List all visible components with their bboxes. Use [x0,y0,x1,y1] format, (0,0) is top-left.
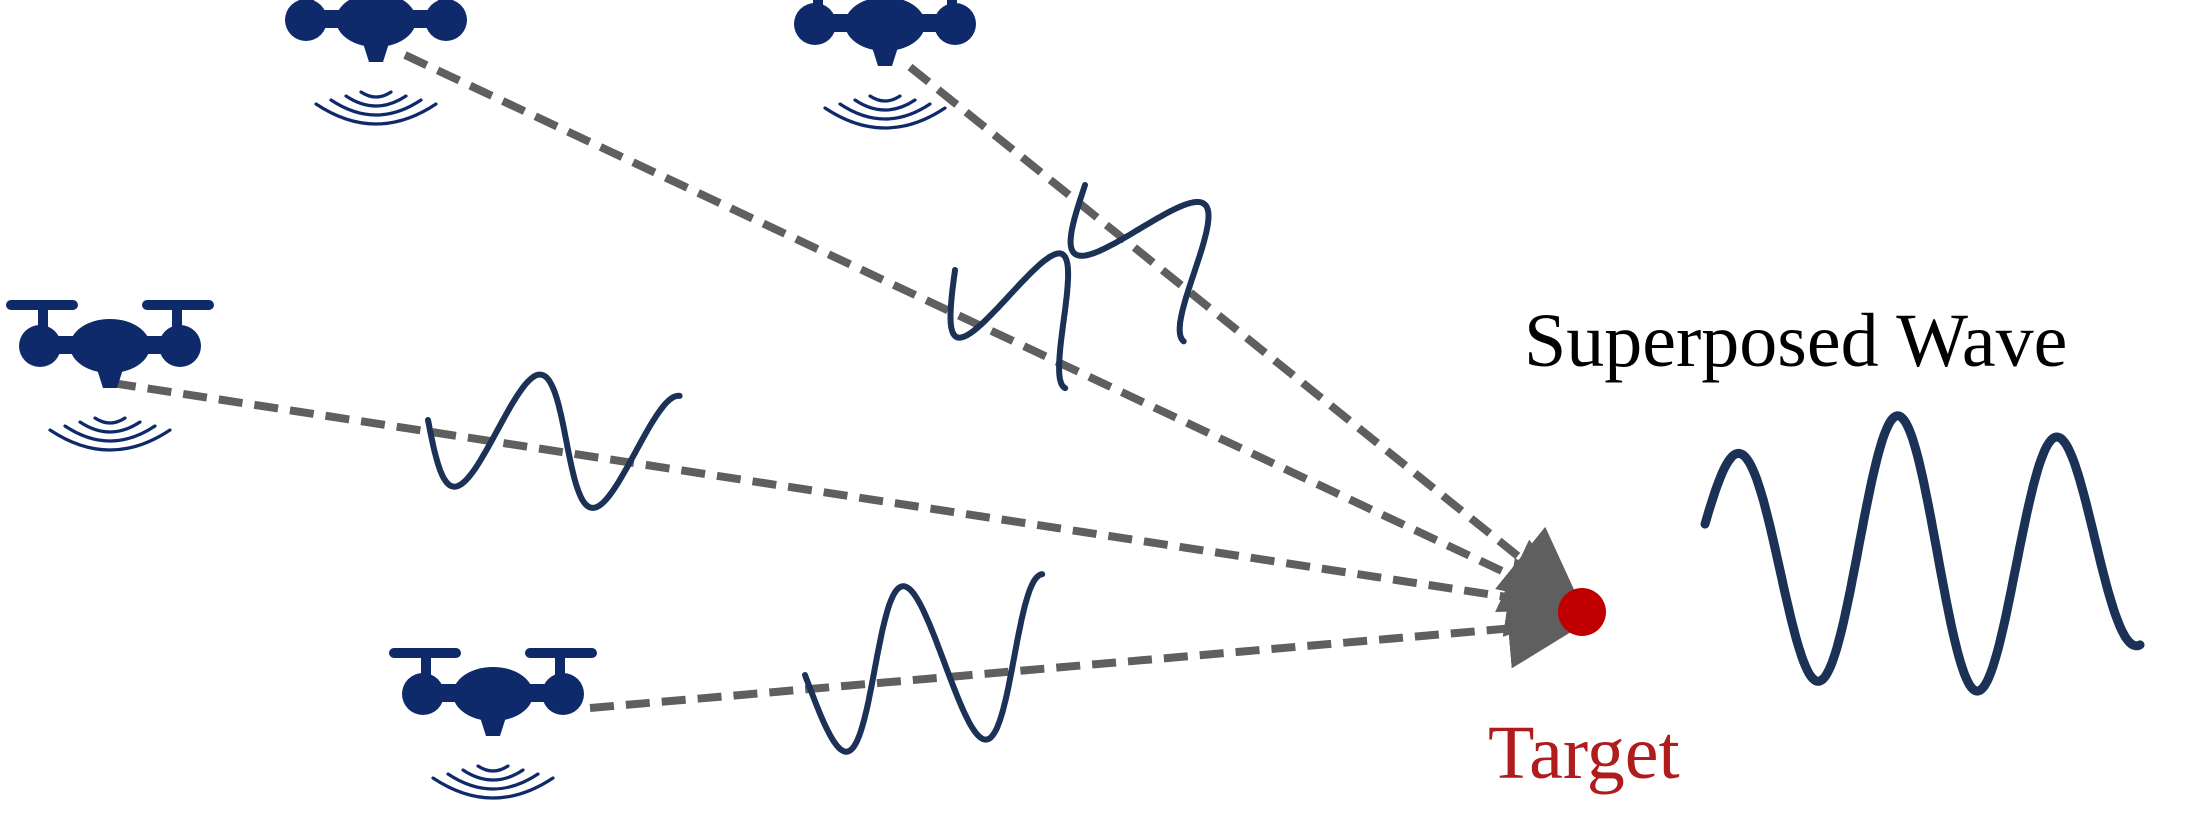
superposed-wave [1700,411,2145,696]
wave-middle-left-beam [425,371,683,511]
wave-bottom-beam [802,571,1046,755]
signal-waves-icon [314,90,438,126]
incoming-waves [425,182,1212,755]
target-label: Target [1488,711,1680,795]
signal-waves-icon [823,94,947,130]
drone-bottom [389,648,597,800]
superposed-wave-label: Superposed Wave [1524,299,2067,383]
target-dot [1558,588,1606,636]
drone-top-center [781,0,989,130]
signal-waves-icon [431,764,555,800]
drone-icon [6,300,214,388]
signal-waves-icon [48,416,172,452]
drone-middle-left [6,300,214,452]
wave-top-left-beam [947,250,1072,392]
beam-top-center [907,63,1583,609]
drone-icon [389,648,597,736]
propagation-beams [111,51,1588,712]
drone-top-left [272,0,480,126]
beam-middle-left [111,379,1588,637]
beam-bottom [589,588,1588,712]
drone-icon [781,0,989,66]
wave-top-center-beam [1067,182,1212,345]
drone-icon [272,0,480,62]
